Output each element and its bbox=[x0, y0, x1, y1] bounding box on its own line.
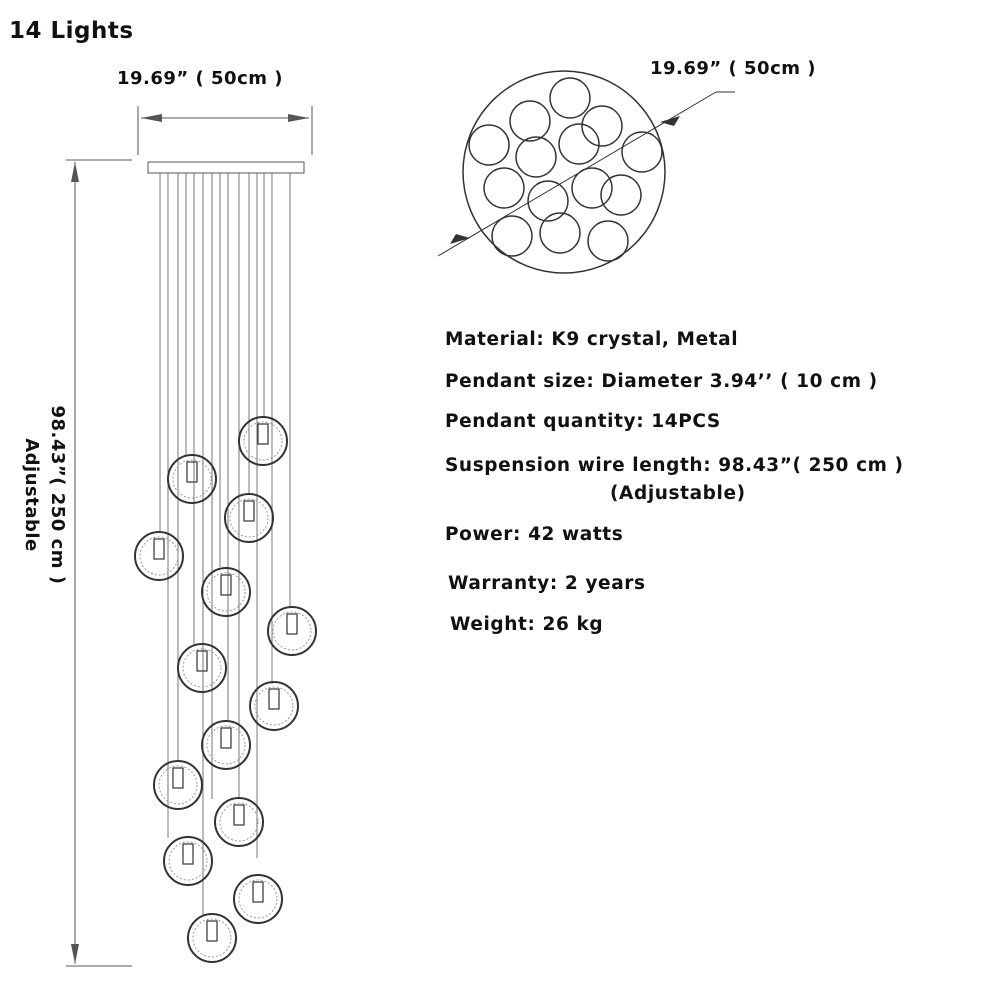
pendant-4 bbox=[134, 531, 184, 581]
pendant-12 bbox=[163, 836, 213, 886]
height-dimension bbox=[66, 159, 132, 967]
pendant-13 bbox=[233, 874, 283, 924]
pendant-9 bbox=[201, 720, 251, 770]
plan-outer-circle bbox=[462, 70, 666, 274]
canopy-width-label: 19.69” ( 50cm ) bbox=[117, 68, 283, 89]
pendant-8 bbox=[249, 681, 299, 731]
pendant-3 bbox=[224, 493, 274, 543]
plan-pendant-circles bbox=[468, 77, 663, 262]
plan-diameter-label: 19.69” ( 50cm ) bbox=[650, 58, 816, 79]
pendant-6 bbox=[267, 606, 317, 656]
pendants bbox=[134, 416, 317, 963]
pendant-11 bbox=[214, 797, 264, 847]
product-title: 14 Lights bbox=[9, 18, 134, 44]
pendant-14 bbox=[187, 913, 237, 963]
canopy-width-dimension bbox=[137, 106, 313, 155]
canopy-plate bbox=[147, 161, 305, 174]
pendant-10 bbox=[153, 760, 203, 810]
pendant-7 bbox=[177, 643, 227, 693]
plan-view bbox=[437, 70, 735, 274]
pendant-2 bbox=[167, 454, 217, 504]
pendant-1 bbox=[238, 416, 288, 466]
suspension-wires bbox=[159, 173, 291, 916]
pendant-5 bbox=[201, 567, 251, 617]
